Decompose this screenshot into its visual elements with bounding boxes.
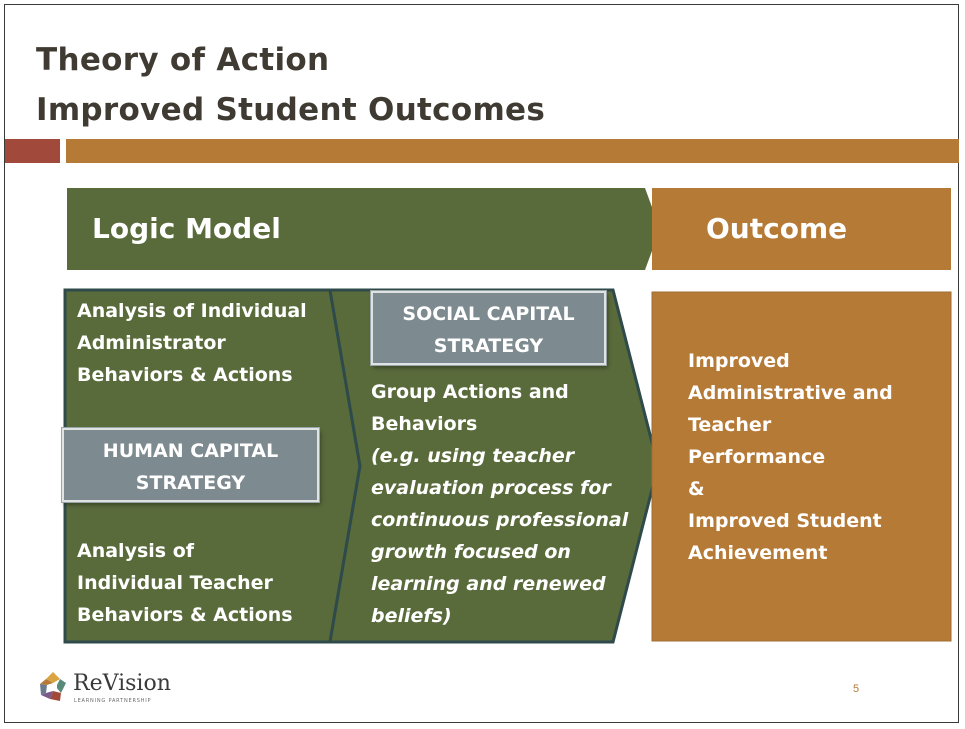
administrator-analysis-line: Behaviors & Actions [77, 364, 293, 386]
teacher-analysis-line: Individual Teacher [77, 572, 273, 594]
page-number: 5 [853, 683, 860, 695]
teacher-analysis-text: Analysis of Individual Teacher Behaviors… [77, 535, 293, 631]
outcome-line: Improved Student [688, 510, 882, 532]
outcome-line: & [688, 478, 705, 500]
outcome-text: Improved Administrative and Teacher Perf… [688, 345, 893, 569]
outcome-line: Teacher [688, 414, 772, 436]
social-capital-chevron [328, 288, 660, 644]
outcome-label: Outcome [706, 212, 848, 245]
administrator-analysis-line: Administrator [77, 332, 226, 354]
accent-bar-gold [66, 139, 959, 163]
social-capital-strategy-line: SOCIAL CAPITAL [402, 303, 575, 325]
outcome-line: Performance [688, 446, 826, 468]
outcome-result-box [651, 291, 952, 642]
example-line: learning and renewed [371, 573, 606, 595]
group-actions-line: Behaviors [371, 413, 478, 435]
brand-tagline: LEARNING PARTNERSHIP [74, 698, 152, 704]
revision-logo-icon [40, 672, 66, 701]
logic-model-header-arrow [67, 188, 660, 270]
outcome-line: Improved [688, 350, 790, 372]
example-line: beliefs) [371, 605, 452, 627]
teacher-analysis-line: Analysis of [77, 540, 195, 562]
accent-bar-red [5, 139, 60, 163]
logic-model-label: Logic Model [92, 212, 281, 245]
outcome-line: Administrative and [688, 382, 893, 404]
outcome-header-box [652, 188, 951, 270]
human-capital-strategy-line: HUMAN CAPITAL [102, 440, 279, 462]
brand-name: ReVision [73, 671, 171, 696]
example-line: (e.g. using teacher [371, 445, 575, 467]
social-capital-strategy-line: STRATEGY [433, 335, 544, 357]
human-capital-strategy-box: HUMAN CAPITAL STRATEGY [62, 428, 319, 502]
outcome-line: Achievement [688, 542, 828, 564]
example-line: evaluation process for [371, 477, 611, 499]
teacher-analysis-line: Behaviors & Actions [77, 604, 293, 626]
example-line: growth focused on [371, 541, 571, 563]
example-line: continuous professional [371, 509, 629, 531]
group-actions-line: Group Actions and [371, 381, 569, 403]
group-actions-text: Group Actions and Behaviors (e.g. using … [371, 376, 628, 632]
administrator-analysis-line: Analysis of Individual [77, 300, 307, 322]
slide-title-line1: Theory of Action [36, 42, 330, 78]
social-capital-strategy-box: SOCIAL CAPITAL STRATEGY [371, 291, 606, 365]
human-capital-strategy-line: STRATEGY [135, 472, 246, 494]
administrator-analysis-text: Analysis of Individual Administrator Beh… [77, 295, 307, 391]
slide-title-line2: Improved Student Outcomes [36, 92, 546, 128]
